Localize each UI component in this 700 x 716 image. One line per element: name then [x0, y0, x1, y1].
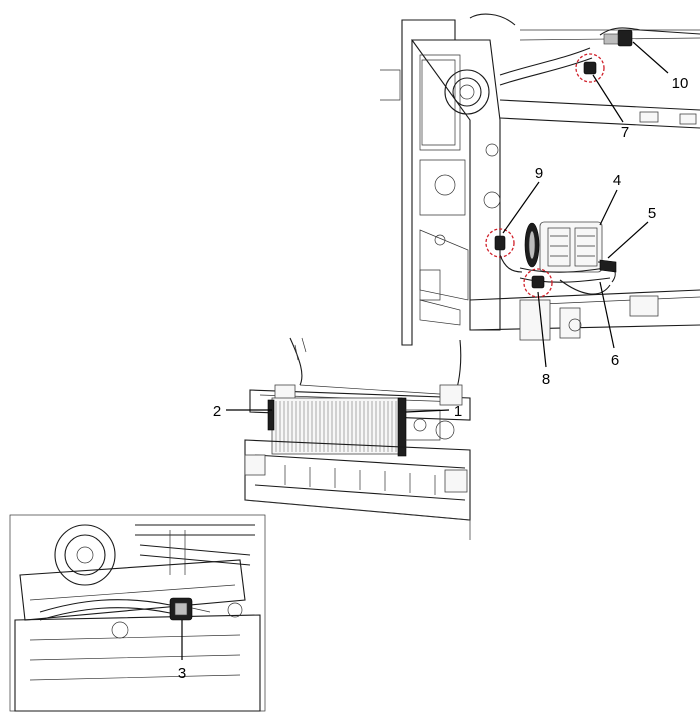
callout-7: 7: [621, 124, 629, 141]
sensor-closeup-view: [9, 514, 266, 712]
leaders-panel-a: [502, 41, 669, 368]
callout-10: 10: [672, 75, 689, 92]
front-end-view: [244, 337, 471, 540]
highlight-circle-7: [575, 53, 605, 83]
callout-4: 4: [613, 172, 621, 189]
compressor: [524, 221, 603, 273]
engine-bay-view: [380, 13, 700, 346]
callout-1: 1: [454, 403, 462, 420]
condenser: [267, 397, 407, 457]
callout-8: 8: [542, 371, 550, 388]
callout-9: 9: [535, 165, 543, 182]
highlight-circle-9: [485, 228, 515, 258]
callout-3: 3: [178, 665, 186, 682]
callout-5: 5: [648, 205, 656, 222]
leaders-panel-b: [226, 409, 450, 413]
callout-2: 2: [213, 403, 221, 420]
callout-6: 6: [611, 352, 619, 369]
